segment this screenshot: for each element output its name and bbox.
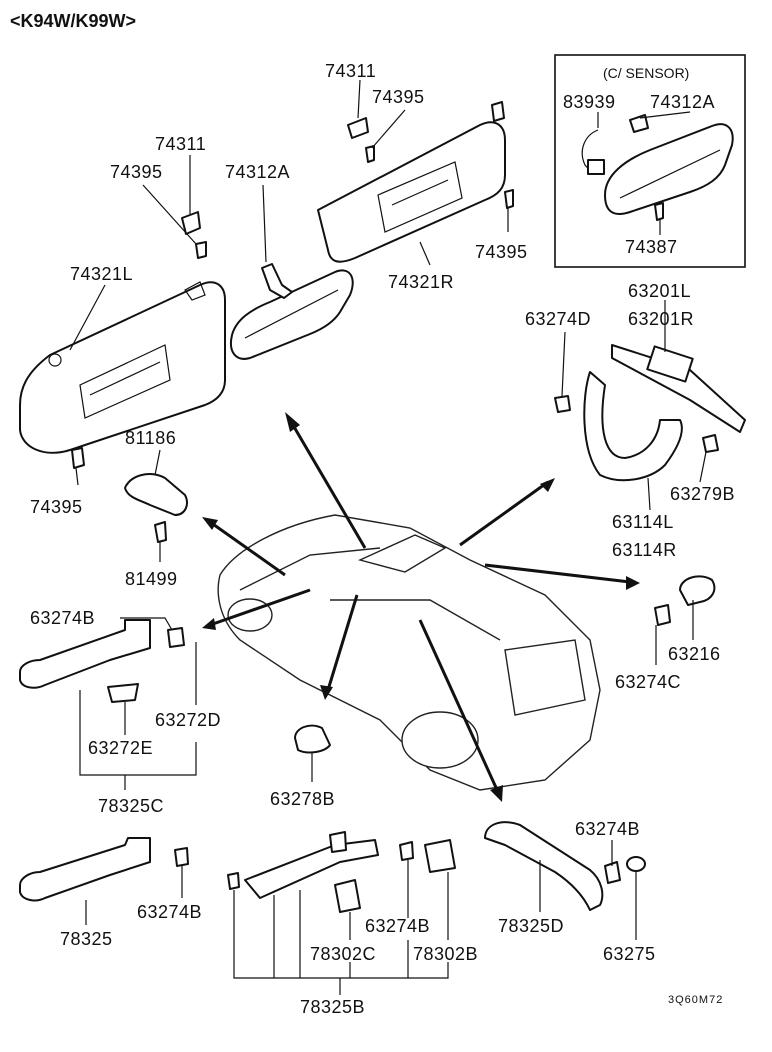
- vehicle-outline: [217, 514, 601, 791]
- label-74395-b: 74395: [110, 162, 163, 182]
- label-74395-d: 74395: [475, 242, 528, 262]
- assist-grip-63114: [554, 371, 719, 482]
- assist-grip-78325D: [484, 821, 646, 911]
- diagram-title: <K94W/K99W>: [10, 11, 136, 31]
- label-74395-a: 74395: [372, 87, 425, 107]
- label-63114L: 63114L: [612, 512, 674, 532]
- rear-view-mirror: [230, 263, 354, 360]
- label-63275: 63275: [603, 944, 656, 964]
- clip-63278B: [294, 724, 331, 754]
- label-63201L: 63201L: [628, 281, 691, 301]
- label-63274B-b: 63274B: [575, 819, 640, 839]
- label-83939: 83939: [563, 92, 616, 112]
- label-78325B: 78325B: [300, 997, 365, 1017]
- label-63272D: 63272D: [155, 710, 221, 730]
- label-63272E: 63272E: [88, 738, 153, 758]
- sun-visor-left: [19, 281, 226, 454]
- assist-grip-bracket: [611, 344, 746, 433]
- label-78302C: 78302C: [310, 944, 376, 964]
- label-78302B: 78302B: [413, 944, 478, 964]
- label-74387: 74387: [625, 237, 678, 257]
- diagram-code: 3Q60M72: [668, 994, 723, 1006]
- label-74312A-b: 74312A: [650, 92, 715, 112]
- leader-lines: [69, 79, 707, 995]
- label-74312A-a: 74312A: [225, 162, 290, 182]
- sensor-box-label: (C/ SENSOR): [603, 65, 689, 81]
- label-74395-c: 74395: [30, 497, 83, 517]
- label-63279B: 63279B: [670, 484, 735, 504]
- label-81499: 81499: [125, 569, 178, 589]
- label-74311-b: 74311: [155, 134, 206, 154]
- label-78325C: 78325C: [98, 796, 164, 816]
- room-lamp-bracket-81186: [124, 473, 188, 543]
- label-78325: 78325: [60, 929, 113, 949]
- sensor-inset-box: [554, 54, 746, 268]
- label-74311-a: 74311: [325, 61, 376, 81]
- sensor-mirror: [581, 114, 734, 221]
- assist-grip-78325B: [227, 831, 456, 913]
- label-74321L: 74321L: [70, 264, 133, 284]
- part-labels: 74311 74395 74311 74395 74312A 74321L 74…: [30, 61, 735, 1017]
- label-63274B-d: 63274B: [365, 916, 430, 936]
- label-63216: 63216: [668, 644, 721, 664]
- coat-hook-63216: [654, 575, 716, 626]
- label-78325D: 78325D: [498, 916, 564, 936]
- locator-arrows: [202, 412, 640, 802]
- sun-visor-right: [317, 101, 514, 263]
- label-63278B: 63278B: [270, 789, 335, 809]
- label-63274D: 63274D: [525, 309, 591, 329]
- label-63274B-c: 63274B: [137, 902, 202, 922]
- label-63274B-a: 63274B: [30, 608, 95, 628]
- label-63274C: 63274C: [615, 672, 681, 692]
- visor-holder-left: [71, 211, 207, 469]
- label-74321R: 74321R: [388, 272, 454, 292]
- label-63201R: 63201R: [628, 309, 694, 329]
- label-81186: 81186: [125, 428, 176, 448]
- label-63114R: 63114R: [612, 540, 677, 560]
- assist-grip-78325: [19, 837, 189, 902]
- assist-grip-78325C: [19, 619, 185, 703]
